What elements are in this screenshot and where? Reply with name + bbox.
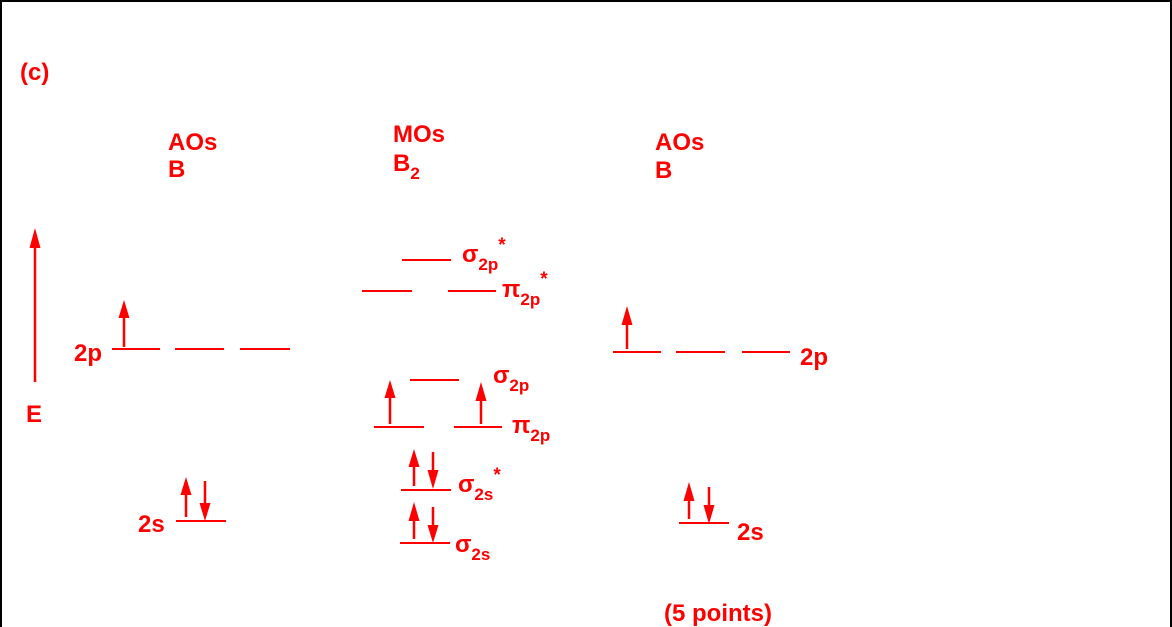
mo-sigma-2p-star-label: σ2p*: [462, 235, 506, 274]
mo-sigma-2s-star-label: σ2s*: [458, 465, 501, 504]
left-column-header: AOs B: [168, 129, 217, 183]
right-2s-level: 2s: [679, 482, 764, 546]
left-2p-electron-up-arrow: [118, 300, 130, 347]
right-2p-electron-up-arrow: [621, 306, 633, 349]
left-2p-label: 2p: [74, 340, 102, 367]
mo-sigma-2p-star: σ2p*: [402, 235, 506, 274]
mo-sigma-2s-label: σ2s: [455, 531, 490, 564]
mo-sigma-2s: σ2s: [400, 502, 490, 564]
molecule-symbol: B: [393, 150, 410, 177]
mo-sigma-2s-star: σ2s*: [401, 449, 501, 504]
mo-pi-2p-label: π2p: [512, 412, 550, 445]
mo-pi-2p-electron-up-arrow-1: [384, 380, 396, 424]
right-2s-electron-down-arrow: [703, 487, 715, 524]
middle-header-mos: MOs: [393, 121, 445, 148]
right-2s-label: 2s: [737, 519, 764, 546]
mo-sigma-2s-electron-down-arrow: [427, 507, 439, 543]
energy-axis-arrowhead: [29, 228, 41, 248]
middle-header-molecule: B2: [393, 150, 420, 183]
right-header-atom: B: [655, 157, 672, 184]
right-2s-electron-up-arrow: [683, 482, 695, 519]
mo-sigma-2s-electron-up-arrow: [408, 502, 420, 539]
energy-axis: E: [26, 228, 42, 428]
mo-sigma-2s-star-electron-down-arrow: [427, 452, 439, 489]
right-header-aos: AOs: [655, 129, 704, 156]
mo-pi-2p-star-label: π2p*: [502, 269, 548, 309]
left-header-atom: B: [168, 156, 185, 183]
right-2p-level: 2p: [613, 306, 828, 371]
points-label: (5 points): [664, 600, 772, 627]
mo-sigma-2p: σ2p: [410, 362, 529, 395]
right-2p-label: 2p: [800, 344, 828, 371]
molecule-subscript: 2: [410, 164, 419, 183]
right-column-header: AOs B: [655, 129, 704, 184]
mo-pi-2p: π2p: [374, 380, 550, 445]
mo-sigma-2s-star-electron-up-arrow: [408, 449, 420, 486]
energy-axis-label: E: [26, 401, 42, 428]
left-2s-electron-down-arrow: [199, 481, 211, 521]
middle-column-header: MOs B2: [393, 121, 445, 183]
left-2s-label: 2s: [138, 511, 165, 538]
left-header-aos: AOs: [168, 129, 217, 156]
mo-pi-2p-star: π2p*: [362, 269, 548, 309]
left-2p-level: 2p: [74, 300, 290, 367]
left-2s-electron-up-arrow: [180, 477, 192, 517]
part-label: (c): [20, 59, 49, 86]
mo-pi-2p-electron-up-arrow-2: [475, 382, 487, 424]
mo-sigma-2p-label: σ2p: [493, 362, 529, 395]
left-2s-level: 2s: [138, 477, 226, 538]
